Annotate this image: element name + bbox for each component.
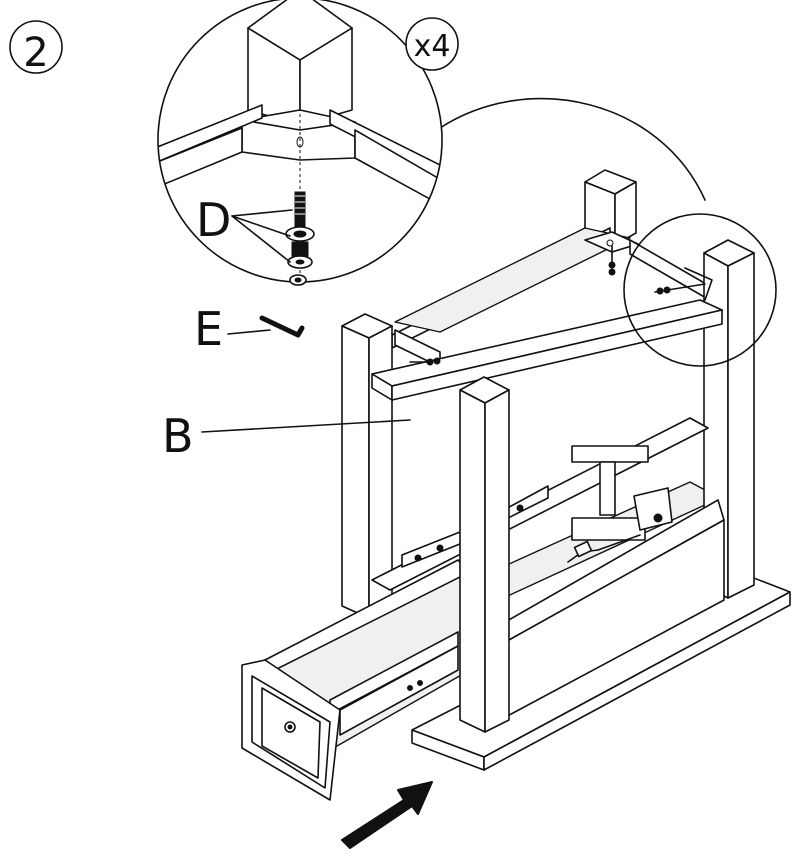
label-e: E [194,302,305,356]
rail-b [371,299,723,401]
label-b: B [162,409,411,463]
label-e-text: E [194,302,223,356]
front-left-leg [341,313,393,619]
corner-detail-circle [623,213,777,367]
quantity-text: x4 [414,29,451,64]
power-plug [567,534,641,563]
hex-key-icon [259,315,305,338]
label-d: D [196,193,293,263]
bolt-d [285,191,315,286]
step-number: 2 [23,30,48,76]
table-assembly [241,169,791,801]
insert-arrow-icon [341,781,433,849]
label-b-text: B [162,409,194,463]
front-right-leg [459,376,510,733]
top-frame-inner [394,227,631,333]
quantity-badge: x4 [405,17,459,71]
step-badge: 2 [9,20,63,76]
bolt-marks [409,245,706,366]
detail-connector-arc [439,98,706,201]
zoom-detail [157,0,443,286]
drawer [241,559,471,801]
motor-unit [571,445,673,541]
label-d-text: D [196,193,231,247]
